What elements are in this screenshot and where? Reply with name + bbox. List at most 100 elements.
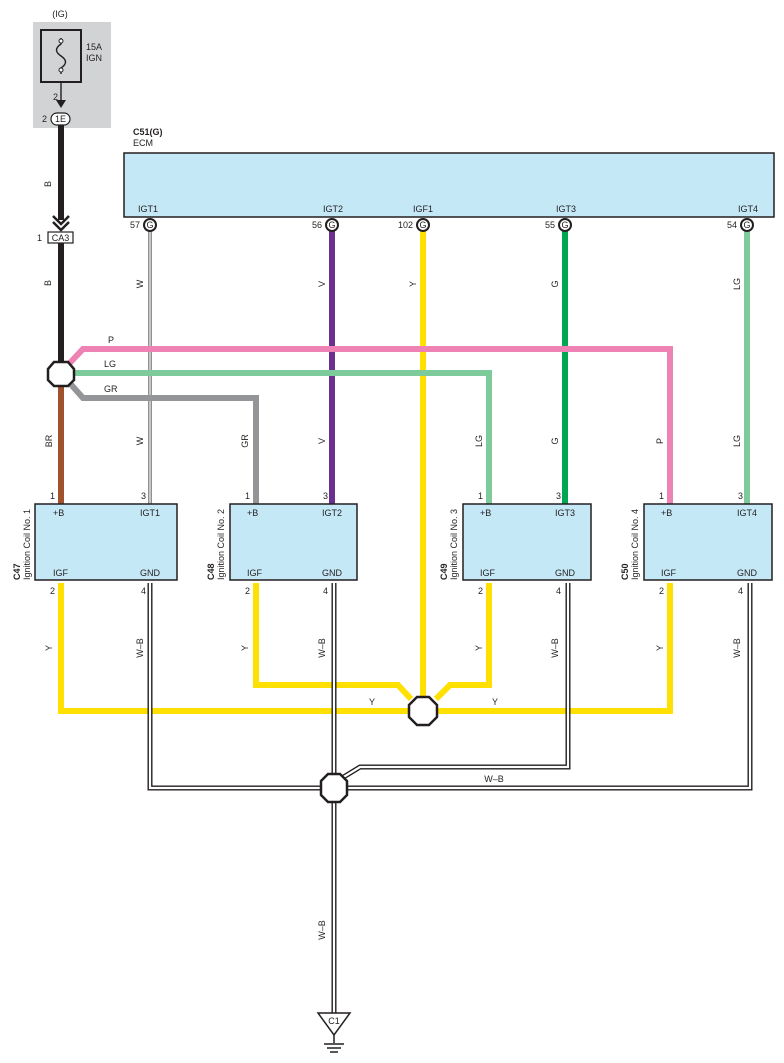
coil-pin-gnd: GND [322,568,343,578]
fuse-block: (IG) 15A IGN 2 1E 2 [33,9,111,128]
coil-box [34,503,178,581]
chevron-down-icon [52,215,70,226]
coil-pin-number: 1 [245,491,250,501]
wire-labels-upper: W V Y G LG P LG GR [104,278,742,394]
coil-pin-gnd: GND [555,568,576,578]
terminal-igt3-conn: G [561,220,568,230]
wire-label-lg: LG [104,359,116,369]
coil-pin-number: 2 [245,586,250,596]
wire-labels-lower: Y W–B Y W–B Y W–B Y W–B Y Y W–B W–B [44,638,742,940]
coil-box [462,503,592,581]
terminal-igt1-pin: 57 [130,220,140,230]
ground-connector-icon [316,1012,352,1037]
coil-name: Ignition Coil No. 1 [22,509,32,580]
fuse-name: IGN [86,53,102,63]
coil-pin-number: 3 [738,491,743,501]
coil-pin-b: +B [480,508,491,518]
splice-power [46,360,76,388]
wire-label-y: Y [240,645,250,651]
coil-pin-b: +B [661,508,672,518]
coil-pin-number: 2 [659,586,664,596]
ecm-connector: C51(G) [133,127,163,137]
wire-label-wb: W–B [484,774,504,784]
ignition-coil-3: +B IGT3 IGF GND 1 3 2 4 C49 Ignition Coi… [439,491,592,596]
power-wires [58,346,673,505]
wire-p-coil4 [64,346,673,505]
wire-y-coil2 [253,583,414,702]
fuse-amp: 15A [86,42,102,52]
fuse-block-background [33,22,111,128]
fuse-pin-top: 2 [53,92,58,102]
splice-ground [319,772,349,804]
ignition-coil-2: +B IGT2 IGF GND 1 3 2 4 C48 Ignition Coi… [206,491,358,596]
wire-label-v: V [317,438,327,444]
terminal-igt2 [325,218,339,232]
wire-label-br: BR [44,434,54,447]
connector-1e-label: 1E [55,114,66,124]
wire-wb-coil3 [341,583,570,779]
coil-pin-igt: IGT2 [322,508,342,518]
wire-label-y: Y [492,697,498,707]
wire-gr-coil2 [64,378,259,505]
wire-y-coil3 [433,583,492,702]
coil-name: Ignition Coil No. 4 [630,509,640,580]
ignition-coil-4: +B IGT4 IGF GND 1 3 2 4 C50 Ignition Coi… [620,491,773,596]
coil-pin-number: 1 [50,491,55,501]
coil-connector: C49 [439,563,449,580]
ground-point: C1 [316,1012,352,1053]
wire-label-y: Y [44,645,54,651]
terminal-igt3-pin: 55 [545,220,555,230]
splice-igf [407,695,439,727]
coil-pin-number: 4 [141,586,146,596]
fuse-pin-left: 2 [42,114,47,124]
terminal-igt2-pin: 56 [312,220,322,230]
wire-label-y: Y [369,697,375,707]
wire-label-wb: W–B [732,638,742,658]
connector-ca3-pin: 1 [37,233,42,243]
terminal-igt1 [143,218,157,232]
wire-wb-coil4 [346,583,752,790]
coil-pin-igf: IGF [661,568,677,578]
coil-pin-number: 2 [478,586,483,596]
ecm: C51(G) ECM [123,127,775,218]
wire-label-v: V [317,281,327,287]
wire-label-wb: W–B [550,638,560,658]
wire-lg-coil3 [72,370,492,505]
wire-label-lg: LG [732,435,742,447]
wire-label-y: Y [474,645,484,651]
coil-name: Ignition Coil No. 2 [216,509,226,580]
coil-connector: C50 [620,563,630,580]
coil-pin-igf: IGF [247,568,263,578]
terminal-igf1 [416,218,430,232]
igf-bus [58,583,673,727]
fuse-symbol-icon [55,38,67,74]
wire-wb-coil1 [148,583,322,790]
wire-label-b: B [43,280,53,286]
fuse-terminal-icon [58,67,64,73]
wire-label-lg: LG [732,278,742,290]
ecm-box [123,152,775,218]
coil-pin-number: 3 [323,491,328,501]
coil-name: Ignition Coil No. 3 [449,509,459,580]
arrow-down-icon [56,100,66,108]
coil-pin-igt: IGT3 [555,508,575,518]
terminal-igf1-name: IGF1 [413,204,433,214]
terminal-igf1-pin: 102 [398,220,413,230]
coil-pin-gnd: GND [737,568,758,578]
fuse-terminal-icon [58,38,64,44]
terminal-igt4 [740,218,754,232]
coil-connector: C48 [206,563,216,580]
connector-ca3-label: CA3 [52,233,70,243]
coil-pin-gnd: GND [140,568,161,578]
ecm-name: ECM [133,138,153,148]
coil-pin-number: 1 [659,491,664,501]
signal-wires [148,231,750,697]
ground-label: C1 [328,1016,340,1026]
wire-label-p: P [108,335,114,345]
terminal-igt2-conn: G [328,220,335,230]
coil-pin-number: 4 [323,586,328,596]
ground-wires [147,583,753,1013]
coil-pin-number: 2 [50,586,55,596]
wire-label-p: P [655,438,665,444]
